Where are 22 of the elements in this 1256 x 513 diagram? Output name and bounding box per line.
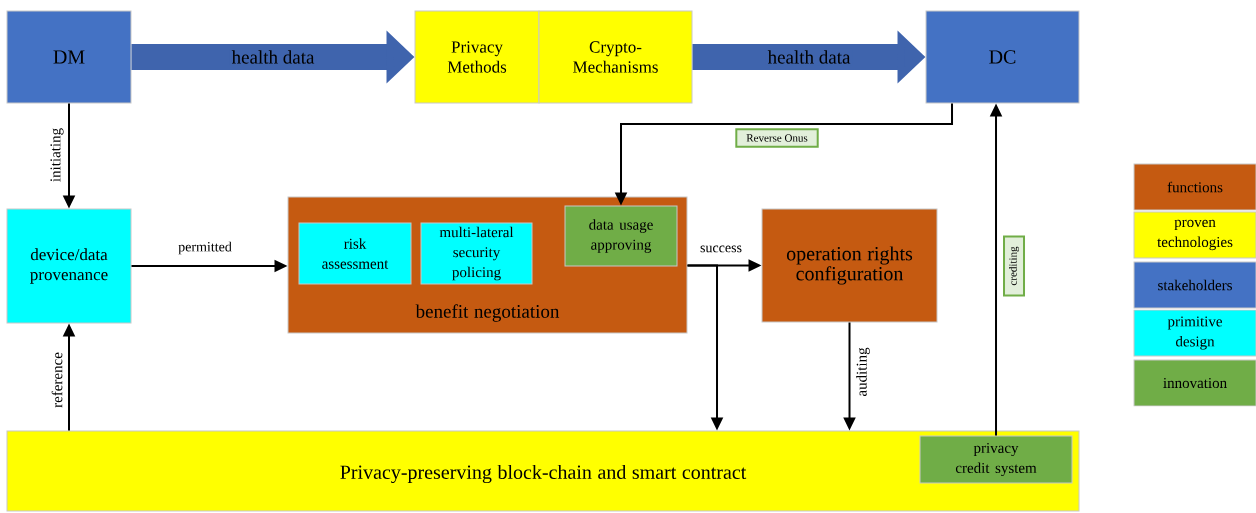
process-box: operation rights configuration — [761, 208, 938, 323]
legend-label: proven technologies — [1157, 219, 1233, 251]
component-box: privacy credit system — [919, 435, 1073, 484]
edge-label: crediting — [1003, 235, 1025, 297]
process-box: device/data provenance — [6, 208, 132, 324]
legend-label: functions — [1167, 181, 1223, 193]
component-box: risk assessment — [298, 222, 412, 285]
stakeholder-box: DM — [6, 10, 132, 104]
stakeholder-box: DC — [925, 10, 1080, 104]
component-box: data usage approving — [564, 205, 678, 267]
edge-label: success — [698, 243, 744, 255]
edge-label: Reverse Onus — [735, 128, 819, 148]
edge-label: permitted — [176, 240, 234, 256]
component-box: multi-lateral security policing — [420, 222, 533, 285]
technology-box: Privacy Methods — [414, 10, 540, 104]
legend-label: innovation — [1163, 377, 1227, 389]
edge-label: reference — [50, 350, 65, 410]
legend-label: primitive design — [1167, 316, 1222, 350]
technology-box: Crypto-Mechanisms — [538, 10, 693, 104]
legend-label: stakeholders — [1158, 279, 1232, 291]
edge-label: initiating — [48, 126, 66, 184]
edge-label: auditing — [854, 345, 872, 399]
